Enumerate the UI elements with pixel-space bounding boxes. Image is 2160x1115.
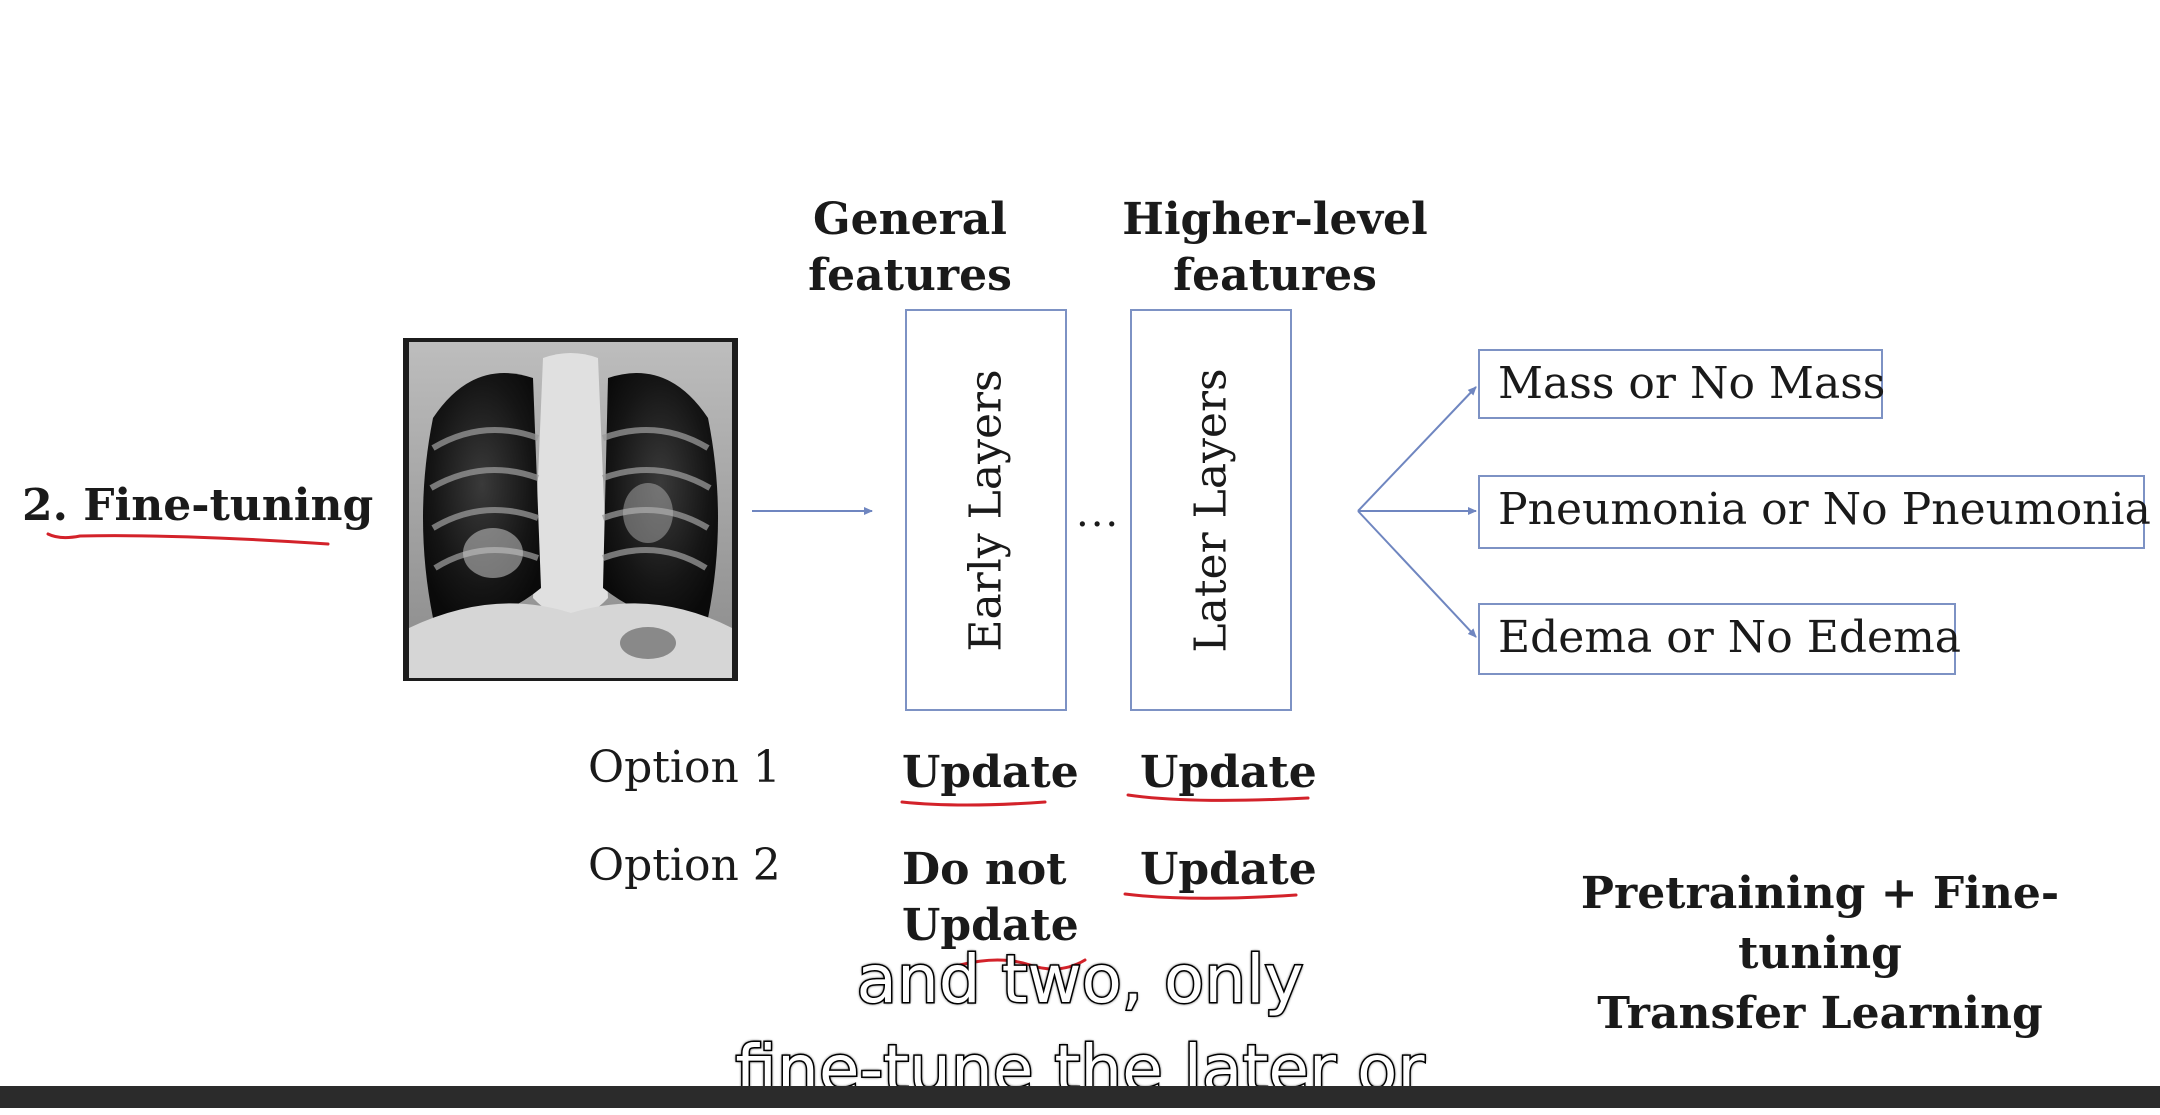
chest-xray-image: [403, 338, 738, 681]
summary-title: Pretraining + Fine-tuning Transfer Learn…: [1500, 864, 2140, 1044]
higher-level-features-header: Higher-level features: [1115, 192, 1435, 304]
layers-ellipsis: ...: [1076, 490, 1121, 536]
option-2-early-line1: Do not: [902, 844, 1067, 895]
later-layers-box: Later Layers: [1130, 309, 1292, 711]
early-layers-label: Early Layers: [960, 368, 1012, 652]
general-features-line1: General: [813, 194, 1007, 245]
option-1-label: Option 1: [588, 742, 781, 793]
later-layers-label: Later Layers: [1185, 367, 1237, 653]
section-title: 2. Fine-tuning: [22, 480, 374, 531]
option-2-early-value: Do not Update: [902, 842, 1079, 954]
video-control-bar[interactable]: [0, 1086, 2160, 1108]
option-2-early-line2: Update: [902, 900, 1079, 951]
summary-line1: Pretraining + Fine-tuning: [1580, 868, 2060, 979]
output-pneumonia: Pneumonia or No Pneumonia: [1478, 475, 2151, 549]
option-1-later-value: Update: [1140, 747, 1317, 798]
arrow-to-mass: [1357, 386, 1477, 512]
general-features-header: General features: [790, 192, 1030, 304]
option-1-early-underline: [900, 800, 1047, 807]
subtitle-line1: and two, only: [855, 940, 1305, 1020]
fine-tuning-underline: [46, 532, 330, 546]
option-2-later-value: Update: [1140, 844, 1317, 895]
higher-level-features-line1: Higher-level: [1122, 194, 1428, 245]
summary-line2: Transfer Learning: [1597, 988, 2043, 1039]
early-layers-box: Early Layers: [905, 309, 1067, 711]
option-1-early-value: Update: [902, 747, 1079, 798]
general-features-line2: features: [808, 250, 1012, 301]
arrow-to-edema: [1357, 510, 1477, 638]
output-mass: Mass or No Mass: [1478, 349, 1885, 419]
option-2-label: Option 2: [588, 840, 781, 891]
output-edema: Edema or No Edema: [1478, 603, 1961, 675]
higher-level-features-line2: features: [1173, 250, 1377, 301]
